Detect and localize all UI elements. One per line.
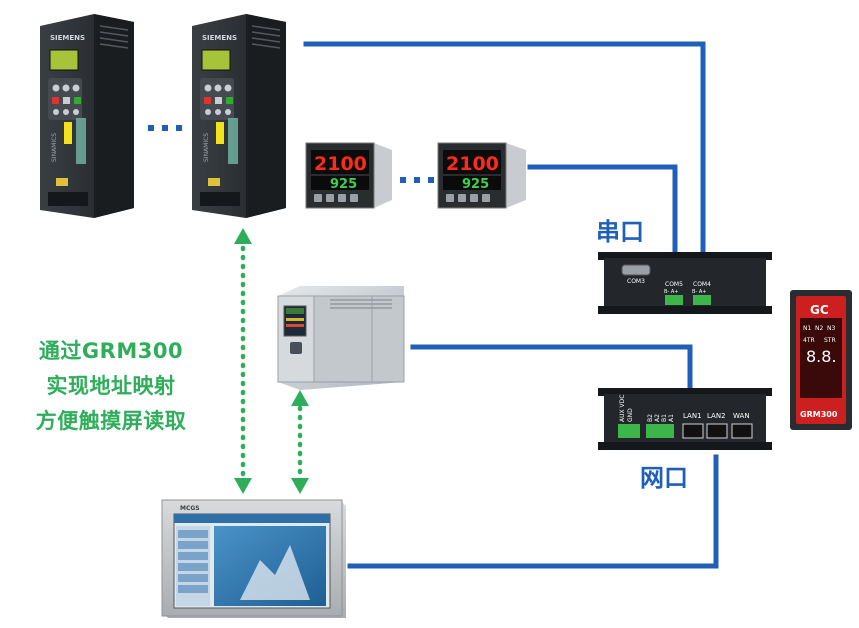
hmi-to-wan-line — [347, 454, 719, 569]
meters-ellipsis — [400, 177, 434, 183]
arrow-down-plc — [291, 478, 309, 494]
meter-to-serial-line — [527, 164, 678, 255]
mapping-caption-line-2: 实现地址映射 — [46, 374, 176, 398]
drive-1-series: SINAMICS — [51, 133, 58, 162]
com5-label: COM5 — [665, 281, 683, 288]
com3-db9-connector — [621, 264, 651, 276]
mapping-caption-line-3: 方便触摸屏读取 — [35, 409, 187, 433]
grm-model: GRM300 — [800, 410, 838, 419]
drives-ellipsis — [148, 125, 182, 131]
wan-label: WAN — [733, 412, 750, 420]
drive-1-warning-strip — [64, 122, 72, 144]
gnd-label: GND — [627, 408, 634, 422]
drive-1-brand: SIEMENS — [50, 34, 85, 42]
arrow-heads — [234, 228, 309, 494]
mapping-caption-line-1: 通过GRM300 — [38, 339, 184, 363]
aux-vdc-label: AUX VDC — [619, 395, 626, 422]
meter-2-pv: 2100 — [446, 153, 499, 175]
com4-pins: B- A+ — [692, 289, 706, 295]
meter-2-sv: 925 — [462, 177, 489, 192]
a2-label: A2 — [654, 414, 661, 422]
drive-2-series: SINAMICS — [203, 133, 210, 162]
drive-to-serial-line — [303, 41, 706, 255]
plc-to-lan-line — [410, 344, 693, 391]
hmi-brand: MCGS — [180, 505, 200, 512]
temperature-meter-2: 2100 925 — [437, 142, 526, 209]
drive-2-warning-strip — [216, 122, 224, 144]
com5-terminal — [665, 295, 683, 305]
a1-label: A1 — [668, 414, 675, 422]
arrow-up-drive — [234, 228, 252, 244]
drive-2-brand: SIEMENS — [202, 34, 237, 42]
serial-port-label: 串口 — [596, 218, 644, 246]
arrow-down-drive — [234, 478, 252, 494]
grm-brand: GC — [810, 303, 829, 317]
lan1-port — [682, 423, 704, 439]
meter-1-pv: 2100 — [314, 153, 367, 175]
com4-terminal — [693, 295, 711, 305]
lan2-label: LAN2 — [707, 412, 726, 420]
siemens-drive-1: SIEMENS SINAMICS — [40, 14, 134, 218]
siemens-plc — [277, 286, 405, 390]
mcgs-hmi: MCGS — [161, 499, 346, 618]
grm-n1: N1 — [803, 325, 811, 332]
b1-label: B1 — [661, 414, 668, 422]
aux-terminal — [618, 424, 640, 438]
serial-gateway-box: COM3 COM5 B- A+ COM4 B- A+ — [598, 252, 772, 314]
connection-lines — [303, 41, 719, 569]
drive-1-display — [49, 49, 79, 71]
drive-2-display — [201, 49, 231, 71]
network-gateway-box: AUX VDC GND B2 A2 B1 A1 LAN1 LAN2 WAN — [598, 388, 772, 450]
meter-1-sv: 925 — [330, 177, 357, 192]
arrow-up-plc — [291, 390, 309, 406]
grm-str: STR — [824, 337, 836, 344]
lan2-port — [706, 423, 728, 439]
mapping-arrows — [240, 245, 303, 481]
siemens-drive-2: SIEMENS SINAMICS — [192, 14, 286, 218]
com3-label: COM3 — [627, 278, 645, 285]
grm-n2: N2 — [815, 325, 823, 332]
grm300-module: GC N1 N2 N3 4TR STR 8.8. GRM300 — [790, 290, 852, 430]
com4-label: COM4 — [693, 281, 711, 288]
grm-4tr: 4TR — [803, 337, 815, 344]
grm-digits: 8.8. — [806, 347, 837, 366]
com5-pins: B- A+ — [664, 289, 678, 295]
b2-label: B2 — [647, 414, 654, 422]
temperature-meter-1: 2100 925 — [305, 142, 392, 209]
network-port-label: 网口 — [640, 464, 688, 492]
lan1-label: LAN1 — [683, 412, 702, 420]
grm-n3: N3 — [827, 325, 835, 332]
rs485-terminal — [646, 424, 674, 438]
wan-port — [731, 423, 753, 439]
